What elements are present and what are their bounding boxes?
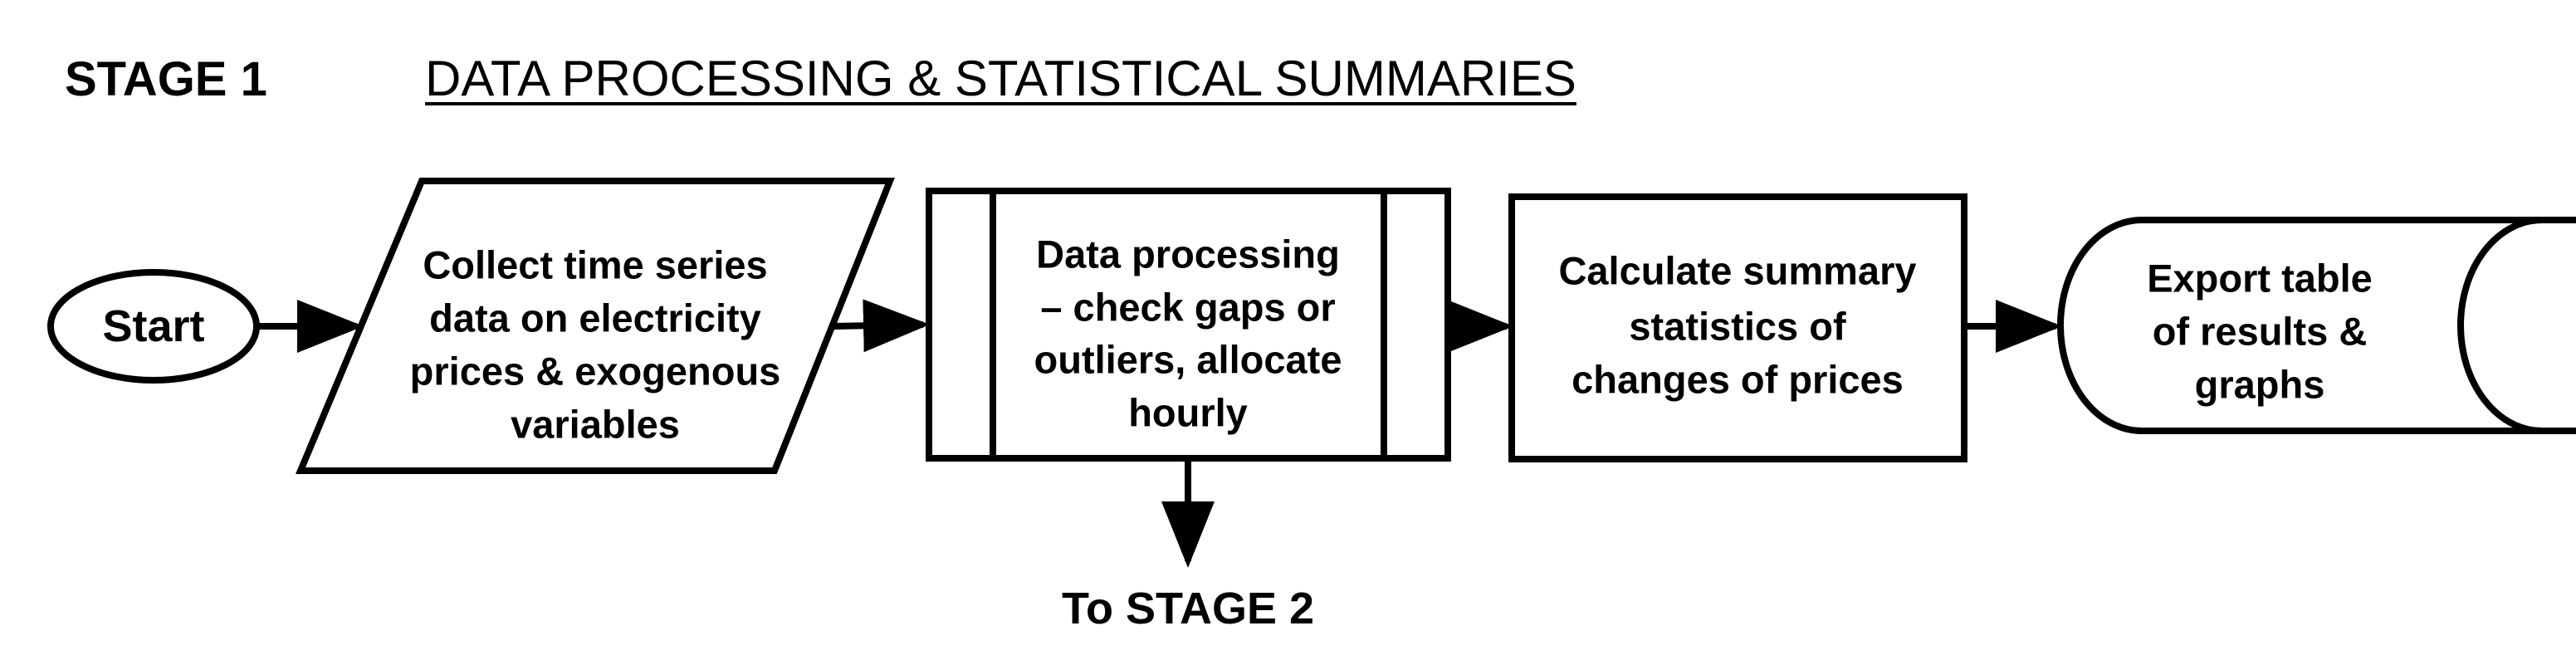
export-line-1: Export table: [2147, 257, 2373, 301]
export-node: Export table of results & graphs: [2057, 217, 2576, 434]
processing-line-4: hourly: [1128, 391, 1248, 435]
collect-line-4: variables: [511, 403, 680, 447]
export-line-3: graphs: [2195, 363, 2325, 407]
collect-parallelogram: [295, 178, 895, 474]
summary-line-1: Calculate summary: [1558, 249, 1916, 293]
collect-line-2: data on electricity: [429, 296, 761, 340]
collect-data-node: Collect time series data on electricity …: [295, 178, 895, 474]
processing-rect: [926, 188, 1451, 462]
summary-statistics-node: Calculate summary statistics of changes …: [1508, 193, 1967, 462]
stage-title: DATA PROCESSING & STATISTICAL SUMMARIES: [425, 51, 1576, 106]
collect-line-1: Collect time series: [423, 243, 767, 287]
summary-line-2: statistics of: [1629, 305, 1846, 349]
processing-line-2: – check gaps or: [1040, 286, 1335, 330]
start-node: Start: [47, 269, 260, 384]
data-processing-node: Data processing – check gaps or outliers…: [926, 188, 1451, 462]
start-label: Start: [102, 301, 204, 351]
export-line-2: of results &: [2153, 310, 2368, 354]
stage-label: STAGE 1: [65, 52, 267, 106]
export-cylinder-arc: [2457, 217, 2576, 434]
summary-line-3: changes of prices: [1572, 358, 1904, 402]
collect-line-3: prices & exogenous: [410, 350, 781, 394]
processing-line-3: outliers, allocate: [1034, 338, 1342, 382]
to-stage2-label: To STAGE 2: [1062, 584, 1314, 633]
export-cylinder: [2057, 217, 2576, 434]
processing-line-1: Data processing: [1036, 232, 1340, 276]
arrow-collect-to-processing: [831, 299, 930, 353]
